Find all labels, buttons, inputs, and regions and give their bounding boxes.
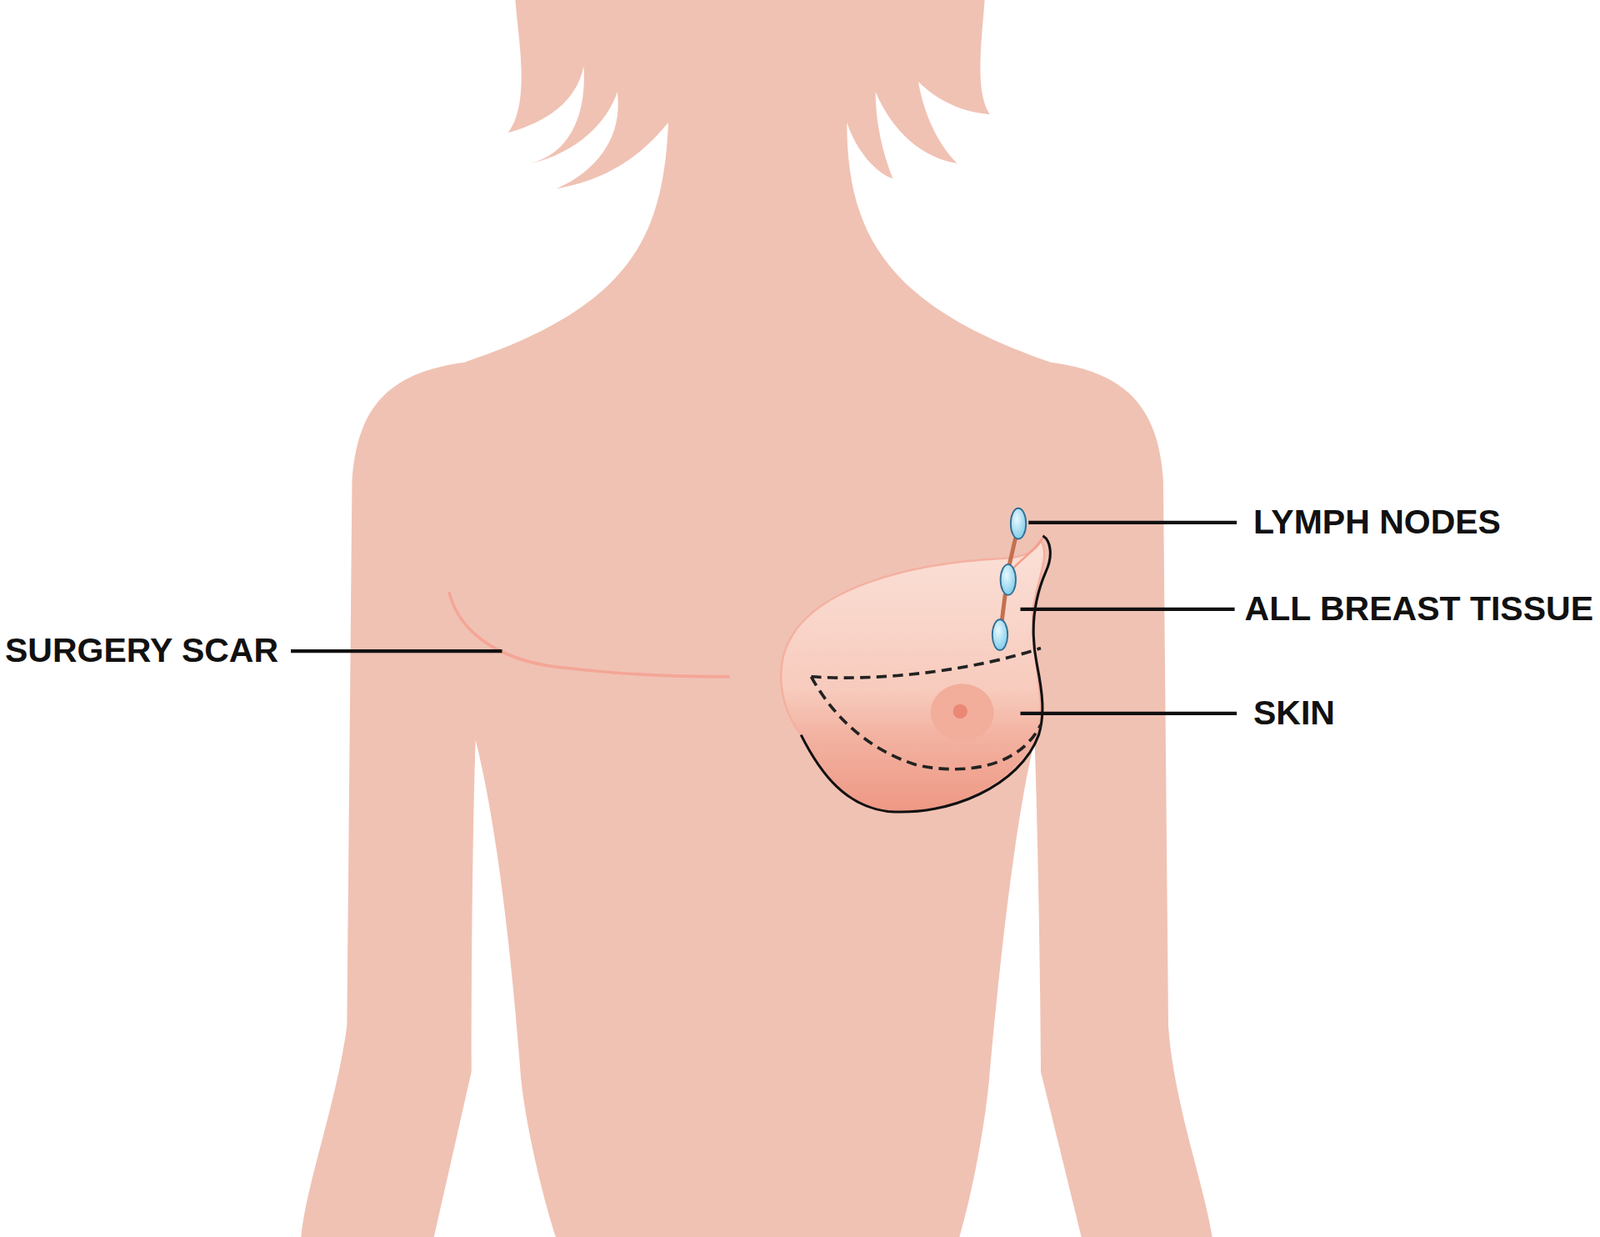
leader-line xyxy=(1020,711,1237,715)
leader-line xyxy=(1020,607,1235,611)
part-label: LYMPH NODES xyxy=(1253,503,1501,541)
lymph-node xyxy=(1010,508,1026,540)
breast-outline xyxy=(800,535,1050,812)
label-anchor: ALL BREAST TISSUE xyxy=(1245,609,1594,647)
tissue-line xyxy=(810,648,1040,679)
breast-shape xyxy=(780,540,1045,812)
leader-lines xyxy=(290,522,1237,714)
part-label: SURGERY SCAR xyxy=(5,632,279,670)
leader-line xyxy=(1028,520,1237,525)
lymph-node xyxy=(992,619,1008,650)
leader-line xyxy=(290,649,502,653)
areola xyxy=(930,683,995,741)
label-anchor: LYMPH NODES xyxy=(1253,522,1501,560)
armpit-gap xyxy=(433,740,556,1237)
part-label: SKIN xyxy=(1253,694,1335,732)
part-label: ALL BREAST TISSUE xyxy=(1245,590,1594,628)
body-silhouette xyxy=(300,0,1212,1237)
armpit-gap xyxy=(959,740,1082,1237)
skin-line xyxy=(810,676,1040,770)
lymph-node xyxy=(1000,564,1016,595)
surgery-scar xyxy=(449,591,730,677)
nipple xyxy=(953,704,968,719)
label-anchor: SURGERY SCAR xyxy=(5,650,279,689)
lymph-node-group xyxy=(992,508,1026,650)
label-anchor: SKIN xyxy=(1253,713,1335,751)
